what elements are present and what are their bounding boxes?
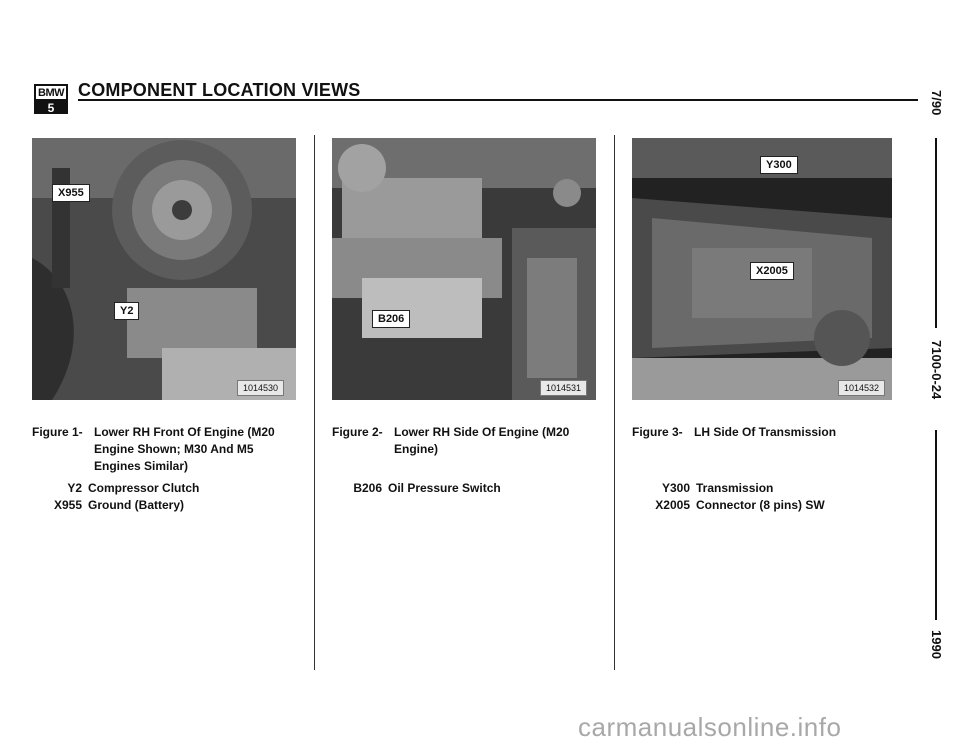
caption-line: Engine Shown; M30 And M5 xyxy=(94,442,254,456)
logo-bmw-text: BMW xyxy=(36,86,66,101)
watermark-text: carmanualsonline.info xyxy=(578,712,842,742)
caption-line: Lower RH Side Of Engine (M20 xyxy=(394,425,570,439)
caption-line: Lower RH Front Of Engine (M20 xyxy=(94,425,275,439)
photo-tag-y2: Y2 xyxy=(114,302,140,320)
title-rule xyxy=(78,99,918,101)
legend-row: X955 Ground (Battery) xyxy=(42,497,199,514)
figure-2-photo: B206 1014531 xyxy=(332,138,596,400)
photo-tag-x2005: X2005 xyxy=(750,262,794,280)
photo-number: 1014531 xyxy=(540,380,588,396)
legend-code: Y2 xyxy=(67,481,82,495)
legend-row: Y2 Compressor Clutch xyxy=(42,480,199,497)
legend-code: Y300 xyxy=(661,481,690,495)
figure-label: Figure 3- xyxy=(632,425,683,439)
photo-tag-x955: X955 xyxy=(52,184,90,202)
legend-text: Connector (8 pins) SW xyxy=(696,498,825,512)
legend-text: Ground (Battery) xyxy=(88,498,184,512)
sidebar-page-code: 7100-0-24 xyxy=(929,340,944,400)
photo-number: 1014530 xyxy=(237,380,285,396)
bmw-5-logo: BMW 5 xyxy=(34,84,68,115)
figure-1-caption: Figure 1- Lower RH Front Of Engine (M20 … xyxy=(32,424,275,473)
legend-text: Oil Pressure Switch xyxy=(388,481,501,495)
figure-2-caption: Figure 2- Lower RH Side Of Engine (M20 E… xyxy=(332,424,569,456)
photo-tag-b206: B206 xyxy=(372,310,411,328)
figure-3-photo: Y300 X2005 1014532 xyxy=(632,138,892,400)
caption-line: Engines Similar) xyxy=(94,459,189,473)
legend-text: Transmission xyxy=(696,481,774,495)
legend-row: X2005 Connector (8 pins) SW xyxy=(614,497,825,514)
column-divider-2 xyxy=(614,135,615,670)
figure-2-legend: B206 Oil Pressure Switch xyxy=(342,480,501,497)
legend-text: Compressor Clutch xyxy=(88,481,200,495)
figure-label: Figure 1- xyxy=(32,425,83,439)
legend-code: X955 xyxy=(53,498,82,512)
sidebar-year: 1990 xyxy=(929,630,944,659)
figure-3-caption: Figure 3- LH Side Of Transmission xyxy=(632,424,836,441)
figure-3-legend: Y300 Transmission X2005 Connector (8 pin… xyxy=(614,480,825,514)
photo-tag-y300: Y300 xyxy=(760,156,798,174)
page-title: COMPONENT LOCATION VIEWS xyxy=(78,80,361,100)
sidebar-rule xyxy=(935,138,937,328)
figure-1-legend: Y2 Compressor Clutch X955 Ground (Batter… xyxy=(42,480,199,514)
legend-code: X2005 xyxy=(655,498,690,512)
page-sidebar: 7/90 7100-0-24 1990 xyxy=(929,90,944,690)
figure-1-photo: X955 Y2 1014530 xyxy=(32,138,296,400)
legend-row: B206 Oil Pressure Switch xyxy=(342,480,501,497)
sidebar-date: 7/90 xyxy=(929,90,944,116)
sidebar-rule xyxy=(935,430,937,620)
photo-number: 1014532 xyxy=(838,380,886,396)
caption-line: LH Side Of Transmission xyxy=(694,425,837,439)
column-divider-1 xyxy=(314,135,315,670)
legend-row: Y300 Transmission xyxy=(614,480,825,497)
caption-line: Engine) xyxy=(394,442,438,456)
legend-code: B206 xyxy=(353,481,382,495)
figure-label: Figure 2- xyxy=(332,425,383,439)
logo-series-text: 5 xyxy=(36,101,66,115)
